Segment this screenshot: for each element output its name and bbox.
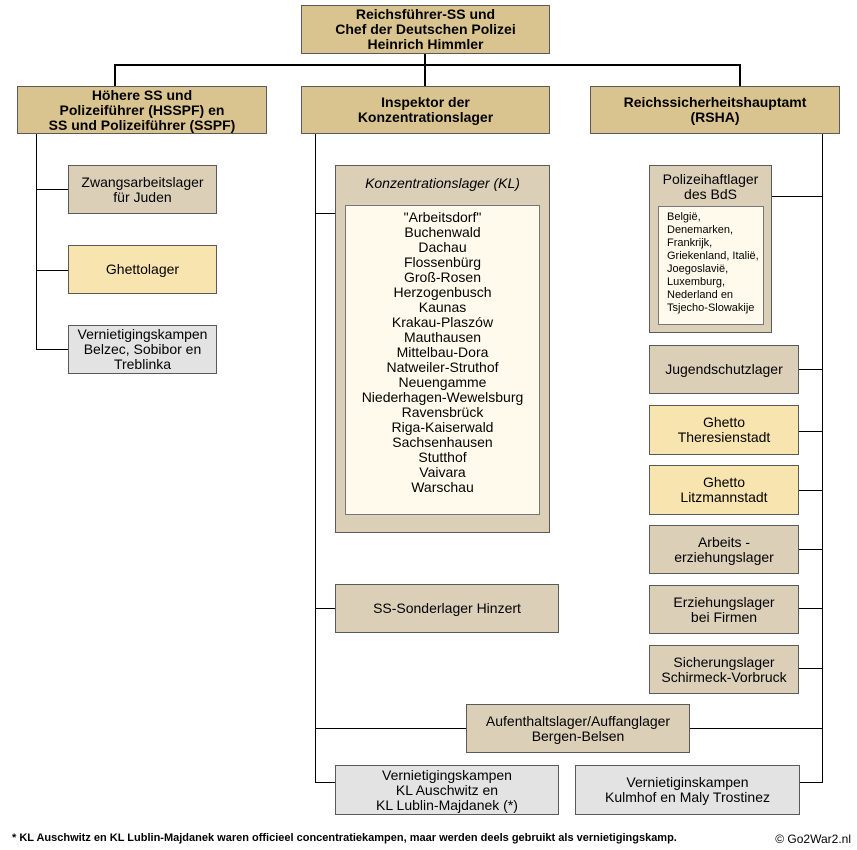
connector-right-arbeits: [799, 549, 823, 550]
connector-right-jugend: [799, 369, 823, 370]
connector-right-polizei: [772, 196, 823, 197]
rsha-box: Reichssicherheitshauptamt (RSHA): [590, 86, 840, 134]
kl-camp-item: Neuengamme: [398, 374, 487, 390]
kl-camp-item: "Arbeitsdorf": [403, 209, 482, 225]
connector-rsha-drop: [739, 64, 741, 86]
connector-left-ghetto: [36, 270, 68, 271]
connector-right-trunk: [822, 133, 823, 783]
kl-camp-item: Dachau: [418, 239, 467, 255]
copyright: © Go2War2.nl: [775, 832, 851, 846]
kl-camp-item: Sachsenhausen: [392, 434, 493, 450]
ghetto-theresienstadt-box: Ghetto Theresienstadt: [649, 405, 799, 455]
connector-inspektor-drop: [424, 64, 426, 86]
schirmeck-vorbruck-box: Sicherungslager Schirmeck-Vorbruck: [649, 645, 799, 694]
jugendschutzlager-box: Jugendschutzlager: [649, 345, 799, 394]
konzentrationslager-title: Konzentrationslager (KL): [365, 175, 520, 191]
kl-camp-item: Buchenwald: [404, 224, 481, 240]
kl-camp-item: Krakau-Plaszów: [391, 314, 494, 330]
footnote: * KL Auschwitz en KL Lublin-Majdanek war…: [12, 832, 677, 844]
connector-middle-trunk: [315, 133, 316, 783]
konzentrationslager-group: Konzentrationslager (KL) "Arbeitsdorf"Bu…: [335, 165, 550, 533]
kl-camp-item: Ravensbrück: [401, 404, 484, 420]
connector-middle-hinzert: [315, 608, 336, 609]
kl-camp-item: Warschau: [411, 479, 474, 495]
connector-left-vernietiging: [36, 349, 68, 350]
hinzert-box: SS-Sonderlager Hinzert: [335, 584, 559, 633]
connector-right-kulmhof: [799, 782, 823, 783]
connector-right-litzmannstadt: [799, 490, 823, 491]
erziehungslager-firmen-box: Erziehungslager bei Firmen: [649, 585, 799, 634]
kl-camp-item: Herzogenbusch: [393, 284, 492, 300]
ghetto-litzmannstadt-box: Ghetto Litzmannstadt: [649, 465, 799, 515]
kl-camp-item: Vaivara: [419, 464, 466, 480]
kl-camp-item: Natweiler-Struthof: [386, 359, 499, 375]
bergen-belsen-box: Aufenthaltslager/Auffanglager Bergen-Bel…: [466, 704, 690, 753]
himmler-box: Reichsführer-SS und Chef der Deutschen P…: [301, 5, 550, 54]
polizeihaftlager-group: Polizeihaftlager des BdS België, Denemar…: [649, 165, 772, 333]
kl-camp-item: Stutthof: [418, 449, 467, 465]
kl-camp-item: Flossenbürg: [403, 254, 482, 270]
zwangsarbeitslager-box: Zwangsarbeitslager für Juden: [68, 165, 217, 214]
connector-top-vertical: [424, 53, 426, 65]
ghettolager-box: Ghettolager: [68, 245, 217, 294]
connector-right-bergen: [690, 728, 823, 729]
arbeitserziehungslager-box: Arbeits - erziehungslager: [649, 525, 799, 574]
kl-camp-item: Niederhagen-Wewelsburg: [361, 389, 524, 405]
kl-camp-item: Mauthausen: [403, 329, 482, 345]
auschwitz-majdanek-box: Vernietigingskampen KL Auschwitz en KL L…: [335, 765, 559, 815]
connector-left-trunk: [36, 133, 37, 350]
kl-camp-item: Groß-Rosen: [403, 269, 482, 285]
connector-right-firmen: [799, 608, 823, 609]
kl-camp-item: Riga-Kaiserwald: [391, 419, 494, 435]
connector-right-schirmeck: [799, 668, 823, 669]
kulmhof-trostinez-box: Vernietiginskampen Kulmhof en Maly Trost…: [575, 765, 800, 815]
inspektor-box: Inspektor der Konzentrationslager: [301, 86, 550, 134]
kl-camp-item: Mittelbau-Dora: [396, 344, 489, 360]
connector-middle-kl: [315, 213, 336, 214]
connector-hsspf-drop: [114, 64, 116, 86]
hsspf-box: Höhere SS und Polizeiführer (HSSPF) en S…: [17, 86, 267, 134]
kl-camp-item: Kaunas: [418, 299, 467, 315]
connector-left-zwangs: [36, 189, 68, 190]
connector-middle-bergen: [315, 728, 467, 729]
connector-middle-auschwitz: [315, 782, 336, 783]
connector-top-horizontal: [114, 64, 741, 66]
connector-right-theresienstadt: [799, 431, 823, 432]
polizeihaftlager-countries: België, Denemarken, Frankrijk, Griekenla…: [658, 206, 764, 325]
polizeihaftlager-title: Polizeihaftlager des BdS: [662, 171, 759, 202]
vernietigingskampen-belzec-box: Vernietigingskampen Belzec, Sobibor en T…: [68, 325, 217, 374]
